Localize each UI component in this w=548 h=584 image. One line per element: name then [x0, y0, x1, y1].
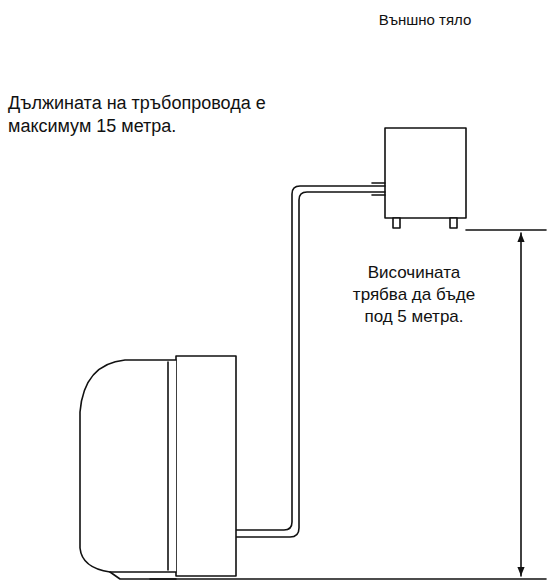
indoor-unit-seam [167, 362, 169, 570]
unit-foot [450, 218, 457, 228]
pipe-connector [372, 183, 385, 195]
pipe-outer [236, 186, 385, 530]
pipe-length-note: Дължината на тръбопровода е максимум 15 … [8, 92, 298, 139]
indoor-unit-front [80, 360, 176, 572]
height-note: Височината трябва да бъде под 5 метра. [350, 262, 478, 328]
dimension-arrow [520, 233, 522, 576]
outdoor-unit [385, 128, 466, 218]
pipe-inner [236, 192, 385, 537]
unit-foot [393, 218, 400, 228]
extension-line [466, 229, 546, 231]
unit-label: Външно тяло [360, 10, 490, 30]
indoor-unit-body [176, 356, 236, 576]
indoor-unit-flap [110, 572, 176, 579]
extension-line [150, 578, 546, 580]
